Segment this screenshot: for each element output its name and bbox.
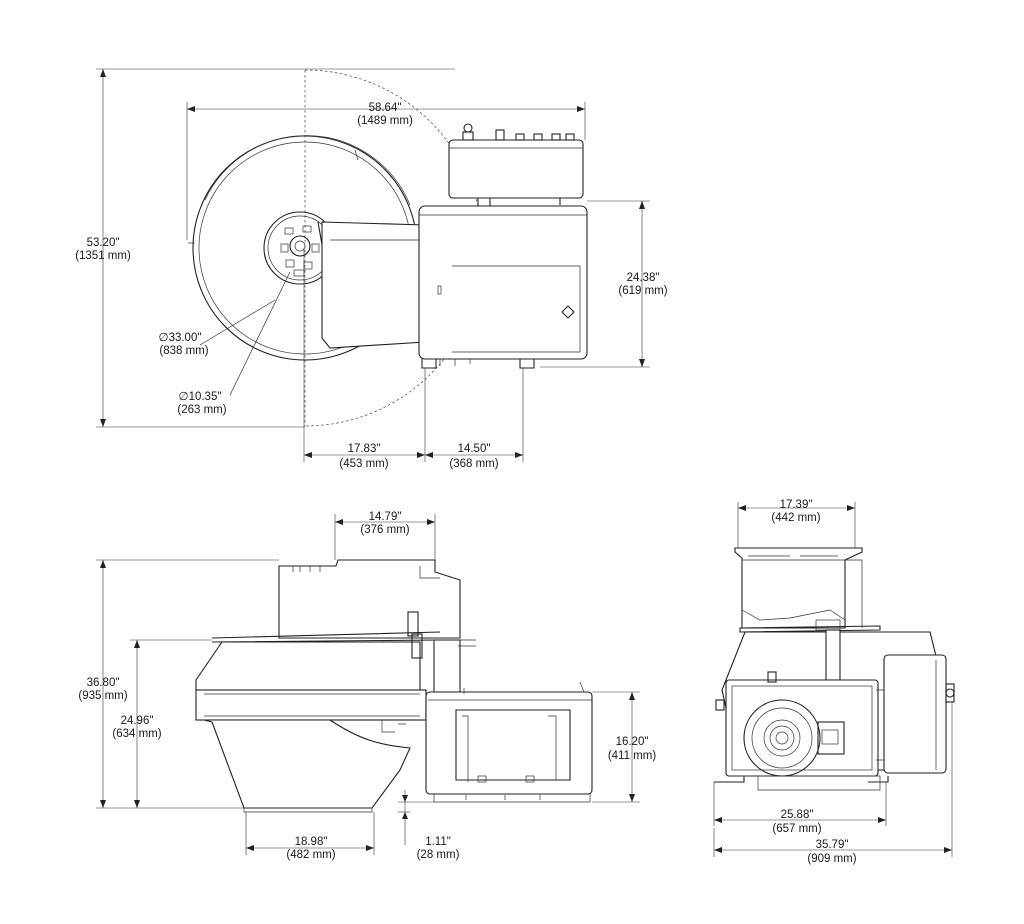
dim-offset-right-mm: (368 mm) — [449, 458, 498, 470]
dim-front-top-in: 14.79" — [369, 511, 402, 523]
dim-drum-diameter-mm: (838 mm) — [159, 345, 208, 357]
dim-top-width-mm: (1489 mm) — [357, 115, 413, 127]
dim-side-hopper-mm: (442 mm) — [771, 512, 820, 524]
dim-offset-left-in: 17.83" — [348, 443, 381, 455]
dim-front-cabinet-in: 16.20" — [616, 736, 649, 748]
dim-front-height-mm: (935 mm) — [78, 690, 127, 702]
dim-side-overall-in: 35.79" — [816, 839, 849, 851]
dim-side-overall-mm: (909 mm) — [807, 853, 856, 865]
dim-side-base-in: 25.88" — [781, 809, 814, 821]
dim-inner-diameter-mm: (263 mm) — [177, 404, 226, 416]
side-view — [713, 502, 955, 857]
dim-front-body-in: 24.96" — [121, 715, 154, 727]
front-drum-body — [195, 641, 421, 691]
side-control-box — [883, 654, 947, 774]
dim-offset-right-in: 14.50" — [458, 443, 491, 455]
dim-front-base-in: 18.98" — [295, 836, 328, 848]
dim-front-foot-in: 1.11" — [425, 836, 451, 848]
dim-front-body-mm: (634 mm) — [112, 728, 161, 740]
dim-side-base-mm: (657 mm) — [772, 823, 821, 835]
side-motor-frame — [725, 679, 879, 777]
main-cabinet — [418, 205, 588, 360]
swing-arc — [304, 69, 484, 427]
dim-front-height-in: 36.80" — [87, 677, 120, 689]
hood — [321, 221, 426, 349]
dim-front-cabinet-mm: (411 mm) — [608, 750, 657, 762]
dim-offset-left-mm: (453 mm) — [339, 458, 388, 470]
dim-top-height-mm: (1351 mm) — [75, 250, 131, 262]
side-hopper — [734, 547, 863, 629]
dim-front-foot-mm: (28 mm) — [417, 849, 460, 861]
dim-front-base-mm: (482 mm) — [286, 849, 335, 861]
front-cabinet — [425, 691, 593, 795]
dim-side-hopper-in: 17.39" — [780, 499, 813, 511]
dim-inner-diameter-in: ∅10.35" — [179, 391, 222, 403]
dim-top-height-in: 53.20" — [87, 237, 120, 249]
dim-drum-diameter-in: ∅33.00" — [159, 332, 202, 344]
top-view — [96, 68, 650, 462]
control-box — [448, 139, 584, 199]
dim-top-width-in: 58.64" — [369, 102, 402, 114]
dim-top-cabinet-mm: (619 mm) — [618, 285, 667, 297]
front-view — [96, 514, 640, 855]
dim-front-top-mm: (376 mm) — [360, 524, 409, 536]
front-hopper — [278, 559, 461, 639]
dim-top-cabinet-in: 24.38" — [627, 272, 660, 284]
